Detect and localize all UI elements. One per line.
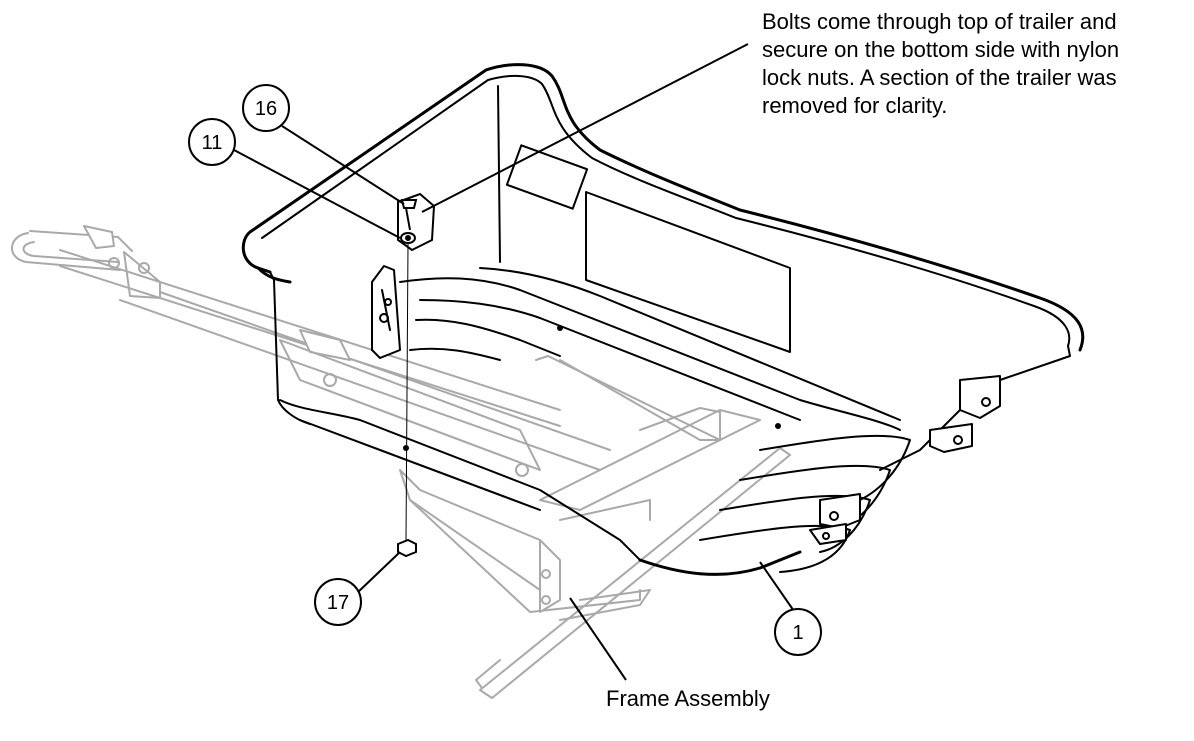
bolt-hardware <box>397 192 436 558</box>
callout-16: 16 <box>242 84 290 132</box>
callout-17: 17 <box>314 578 362 626</box>
leader-16 <box>281 125 405 205</box>
callout-11: 11 <box>188 118 236 166</box>
trailer-tub-drawing <box>241 63 1085 576</box>
leader-note <box>421 43 749 213</box>
leader-lines <box>233 43 797 681</box>
callout-1-label: 1 <box>792 622 803 644</box>
leader-frame <box>569 597 627 681</box>
leader-1 <box>759 561 797 615</box>
bolt-16 <box>400 199 418 209</box>
callout-17-circle <box>314 578 362 626</box>
callout-11-label: 11 <box>202 132 223 154</box>
callout-16-circle <box>242 84 290 132</box>
frame-assembly-drawing <box>11 225 791 699</box>
callout-17-label: 17 <box>327 592 349 614</box>
leader-17 <box>355 551 401 595</box>
assembly-axis-line <box>405 243 409 541</box>
frame-assembly-label: Frame Assembly <box>606 686 770 711</box>
callout-1: 1 <box>774 608 822 656</box>
bolt-note-text: Bolts come through top of trailer and se… <box>762 9 1120 118</box>
callout-1-circle <box>774 608 822 656</box>
callout-16-label: 16 <box>255 98 277 120</box>
nut-17 <box>397 538 417 558</box>
leader-11 <box>233 149 401 239</box>
callout-11-circle <box>188 118 236 166</box>
